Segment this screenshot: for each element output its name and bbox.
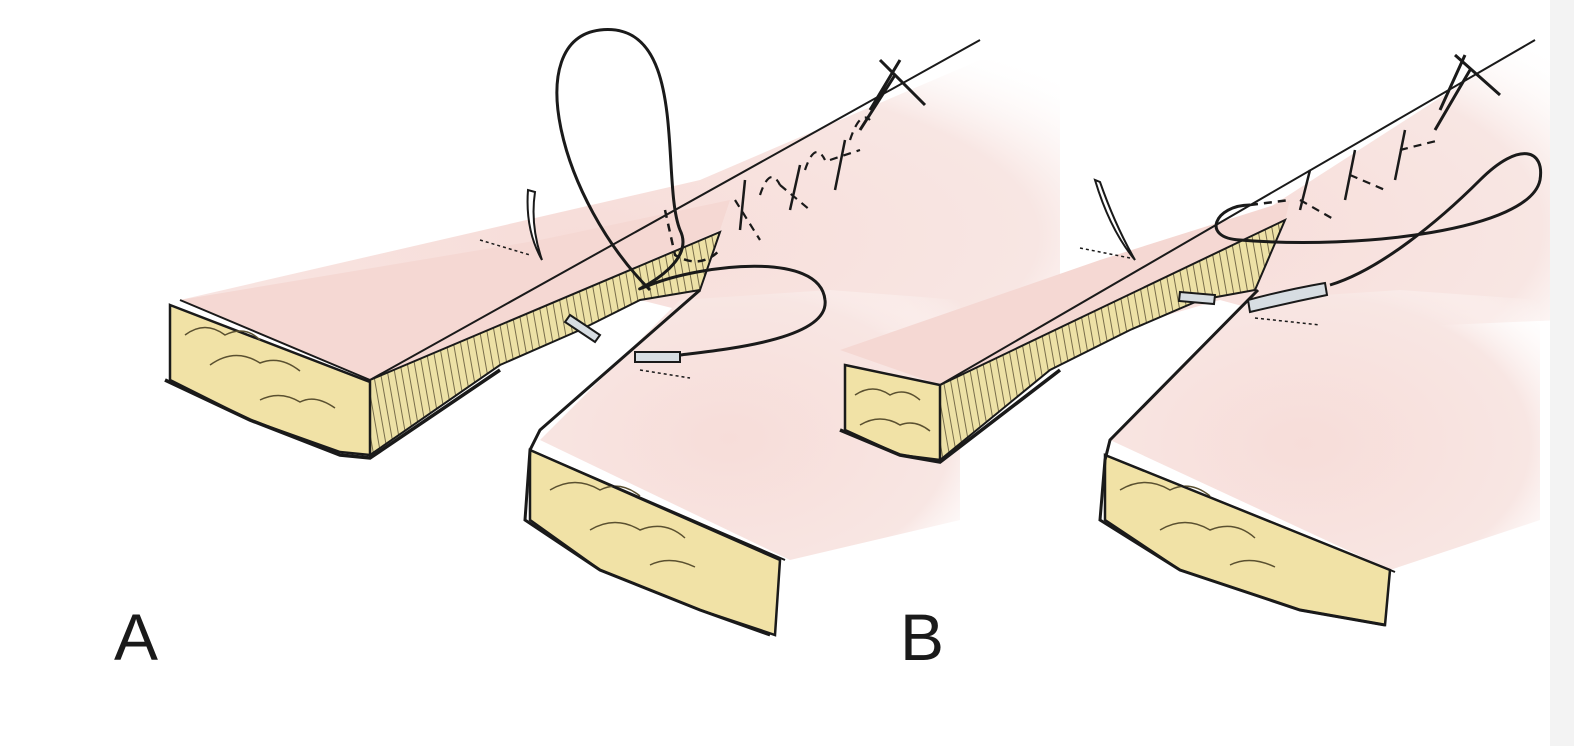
panel-a-left-dermis-cut — [369, 230, 722, 457]
panel-b-right-fat-lobules — [1119, 481, 1276, 568]
panel-b-left-dermis-cut — [939, 217, 1287, 463]
panel-b-right-flap-outline — [1098, 288, 1386, 627]
panel-a-surface-dotted — [479, 239, 691, 379]
panel-a-right-flap-outline — [523, 288, 771, 637]
panel-b-left-fat-lobules — [854, 388, 931, 432]
panel-b-prior-stitches — [1299, 138, 1441, 221]
panel-a-surface-needle-mark — [526, 188, 543, 261]
panel-b-running-suture — [839, 39, 1560, 627]
panel-a-simple-interrupted-suture — [164, 28, 1060, 637]
panel-b-suture-under-skin — [1249, 198, 1291, 207]
panel-a-stitch-marks — [738, 139, 847, 231]
panel-a-suture-loop — [555, 28, 827, 357]
panel-a-needle-entry — [563, 313, 602, 344]
panel-b-knot — [1433, 53, 1501, 131]
panel-b-needle-entry — [1177, 290, 1217, 306]
panel-a-prior-stitches — [734, 116, 871, 241]
panel-a-left-fat-layer — [168, 303, 372, 457]
panel-b-left-bottom-edge — [839, 368, 1062, 464]
panel-b-wound-edge-line — [939, 39, 1536, 386]
panel-a-left-skin-top — [180, 200, 730, 380]
panel-b-right-skin-edge-line — [1104, 454, 1396, 573]
panel-a-suture-under-skin — [663, 209, 721, 263]
panel-a-left-bottom-edge — [164, 368, 501, 460]
panel-a-needle — [634, 351, 681, 363]
panel-b-stitch-marks — [1298, 129, 1407, 211]
panel-a-right-fat-lobules — [549, 481, 696, 568]
panel-b-near-skin-surface — [1110, 290, 1540, 570]
panel-label-a: A — [114, 600, 159, 674]
panel-a-right-skin-edge-line — [529, 449, 786, 561]
panel-a-knot — [858, 58, 927, 131]
panel-a-left-skin-edge-line — [179, 299, 371, 381]
panel-a-left-fat-lobules — [184, 326, 336, 409]
right-edge-strip — [1550, 0, 1574, 746]
panel-b-surface-needle-mark — [1093, 178, 1136, 261]
panel-label-b: B — [900, 600, 945, 674]
panel-b-needle — [1246, 281, 1329, 314]
panel-b-surface-dotted — [1079, 247, 1321, 326]
panel-b-suture-loop — [1214, 152, 1543, 287]
